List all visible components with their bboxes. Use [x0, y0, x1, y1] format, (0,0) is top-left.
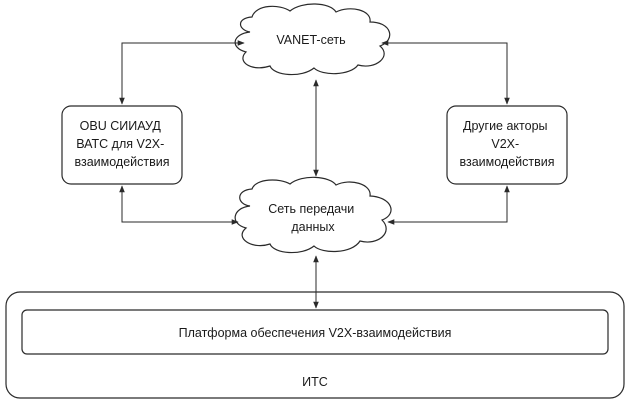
platform-label: Платформа обеспечения V2X-взаимодействия	[179, 326, 452, 340]
link-obu-data	[119, 185, 239, 225]
data-network-cloud	[234, 176, 392, 254]
vanet-cloud	[234, 3, 391, 76]
link-vanet-obu	[119, 40, 245, 105]
actors-label-line-1: Другие акторы	[463, 119, 548, 133]
obu-label-line-3: взаимодействия	[74, 155, 169, 169]
obu-box	[61, 105, 183, 185]
platform-box	[21, 309, 609, 355]
actors-label-line-3: взаимодействия	[459, 155, 554, 169]
data-network-label: Сеть передачи данных	[268, 202, 358, 234]
vanet-label: VANET-сеть	[276, 33, 345, 47]
actors-label: Другие акторы V2X- взаимодействия	[459, 119, 554, 169]
its-label: ИТС	[302, 375, 328, 389]
data-network-line-1: Сеть передачи	[268, 202, 354, 216]
data-network-line-2: данных	[291, 220, 335, 234]
obu-label: OBU СИИАУД ВАТС для V2X- взаимодействия	[74, 119, 169, 169]
link-actors-data	[387, 185, 510, 225]
actors-label-line-2: V2X-	[491, 137, 519, 151]
link-vanet-actors	[381, 40, 510, 105]
obu-label-line-2: ВАТС для V2X-	[76, 137, 164, 151]
obu-label-line-1: OBU СИИАУД	[80, 119, 162, 133]
actors-box	[446, 105, 568, 185]
